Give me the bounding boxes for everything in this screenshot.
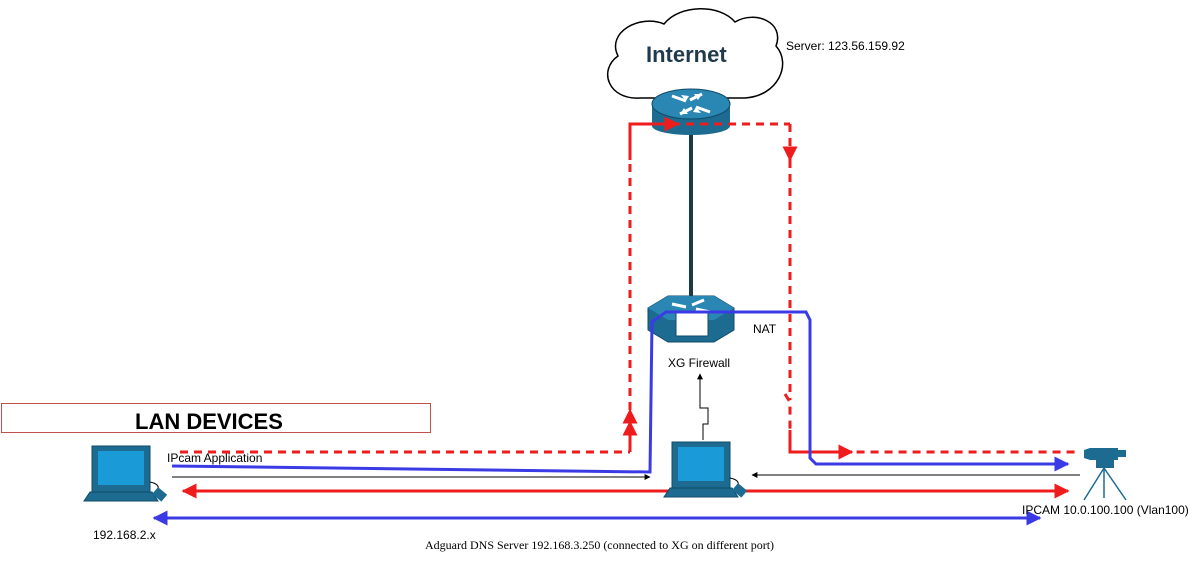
lan-ip-label: 192.168.2.x: [93, 528, 156, 542]
cloud-icon: [607, 8, 784, 99]
lan-devices-title: LAN DEVICES: [135, 409, 283, 434]
red-solid-paths: [181, 116, 1070, 499]
dns-server-label: Adguard DNS Server 192.168.3.250 (connec…: [425, 538, 775, 552]
server-address-label: Server: 123.56.159.92: [786, 39, 905, 53]
red-dashed-paths: [180, 122, 1080, 454]
firewall-label: XG Firewall: [668, 356, 731, 370]
router-icon: [651, 88, 731, 135]
firewall-router-icon: [647, 295, 735, 343]
ipcam-application-label: IPcam Application: [167, 451, 263, 465]
ip-camera-icon: [1083, 448, 1127, 501]
ipcam-label: IPCAM 10.0.100.100 (Vlan100): [1022, 503, 1189, 517]
computer-icon: [663, 441, 748, 498]
nat-label: NAT: [753, 322, 777, 336]
black-arrows: [172, 373, 1080, 480]
blue-paths: [152, 310, 1070, 526]
computer-icon: [83, 445, 168, 502]
internet-title: Internet: [646, 42, 727, 67]
lan-devices-box: [1, 403, 431, 433]
